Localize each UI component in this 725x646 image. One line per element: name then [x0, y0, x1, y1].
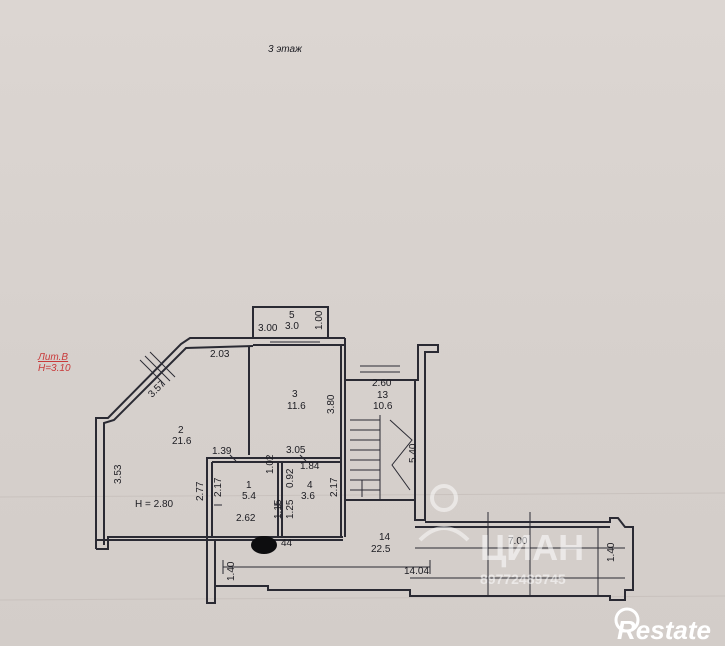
window-marks — [139, 341, 400, 386]
dim-1-25: 1.25 — [285, 499, 296, 519]
dim-5-40: 5.40 — [408, 443, 419, 463]
dim-2-62: 2.62 — [236, 513, 256, 524]
room-4-area: 3.6 — [301, 491, 315, 502]
outer-wall-left — [95, 337, 253, 549]
dim-1-39: 1.39 — [212, 446, 232, 457]
restate-brand-text: Restate — [617, 615, 711, 645]
dimension-ticks — [214, 454, 307, 506]
dim-1-84: 1.84 — [300, 461, 320, 472]
walls — [95, 306, 634, 604]
dim-3-80: 3.80 — [326, 394, 337, 414]
room-14-area: 22.5 — [371, 544, 391, 555]
dim-2-17-left: 2.17 — [213, 477, 224, 497]
dim-44: 44 — [281, 538, 293, 549]
cian-watermark-code: 89772489745 — [480, 571, 566, 587]
room-labels: 1 5.4 2 21.6 3 11.6 4 3.6 5 3.0 13 10.6 … — [135, 310, 393, 555]
room-5-area: 3.0 — [285, 321, 299, 332]
stamp-line-2: H=3.10 — [38, 363, 71, 374]
restate-brand: Restate — [614, 607, 711, 645]
stairs — [350, 415, 413, 500]
stamp-line-1: Лит.В — [37, 352, 68, 363]
room-2-number: 2 — [178, 425, 184, 436]
dim-1-02: 1.02 — [265, 454, 276, 474]
corridor-details — [222, 512, 625, 596]
dim-0-92: 0.92 — [285, 468, 296, 488]
stair-wall — [344, 344, 439, 521]
room-5-number: 5 — [289, 310, 295, 321]
cian-logo-icon — [418, 484, 470, 542]
dim-1-15: 1.15 — [273, 499, 284, 519]
room-4-number: 4 — [307, 480, 313, 491]
room-1-number: 1 — [246, 480, 252, 491]
room-13-number: 13 — [377, 390, 389, 401]
cian-watermark-name: ЦИАН — [480, 527, 584, 568]
dim-3-57: 3.57 — [146, 378, 168, 400]
dim-2-03: 2.03 — [210, 349, 230, 360]
floor-title: 3 этаж — [268, 44, 303, 55]
dim-1-00: 1.00 — [314, 310, 325, 330]
dim-3-00: 3.00 — [258, 323, 278, 334]
dimension-labels: 3.00 1.00 2.03 3.57 3.80 3.53 1.39 3.05 … — [113, 310, 617, 581]
restate-logo-icon — [614, 607, 640, 633]
dim-1-40-left: 1.40 — [226, 561, 237, 581]
dim-2-17-right: 2.17 — [329, 477, 340, 497]
dim-2-60: 2.60 — [372, 378, 392, 389]
room-3-area: 11.6 — [287, 401, 306, 412]
dim-1-40-right: 1.40 — [606, 542, 617, 562]
room-14-number: 14 — [379, 532, 391, 543]
ceiling-height-label: H = 2.80 — [135, 499, 174, 510]
partition-1-4 — [206, 457, 341, 537]
outer-wall-left-inner — [103, 345, 254, 545]
room-1-area: 5.4 — [242, 491, 256, 502]
dim-2-77: 2.77 — [195, 481, 206, 501]
cian-watermark: ЦИАН 89772489745 — [418, 484, 584, 587]
dim-3-53: 3.53 — [113, 464, 124, 484]
dim-14-04: 14.04 — [404, 566, 429, 577]
room-3-number: 3 — [292, 389, 298, 400]
room-13-area: 10.6 — [373, 401, 393, 412]
ink-blot — [251, 536, 277, 554]
room-2-area: 21.6 — [172, 436, 192, 447]
dim-3-05: 3.05 — [286, 445, 306, 456]
outer-wall-bottom — [96, 536, 343, 550]
balcony-wall — [252, 306, 329, 338]
dim-7-00: 7.00 — [508, 536, 528, 547]
